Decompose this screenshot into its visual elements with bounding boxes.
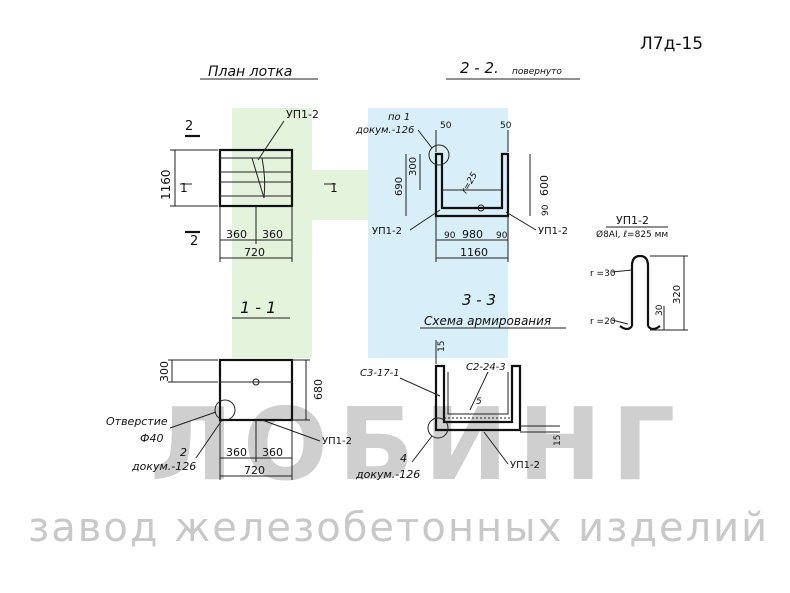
watermark-subtitle: завод железобетонных изделий (28, 505, 770, 551)
s33-dim-5: 5 (476, 397, 482, 407)
s22-loop-left: УП1-2 (372, 226, 402, 237)
s33-mesh: С2-24-3 (466, 362, 506, 373)
s22-dim-300: 300 (408, 157, 419, 176)
s22-loop-right: УП1-2 (538, 226, 568, 237)
plan-dim-height: 1160 (159, 169, 173, 200)
s22-dim-90-right: 90 (496, 231, 508, 241)
s22-dim-90-left: 90 (444, 231, 456, 241)
loop-dim-30: 30 (655, 304, 665, 316)
s22-ref-top: по 1 (388, 112, 410, 123)
s22-dim-1160: 1160 (460, 246, 488, 259)
s33-ref-num: 4 (400, 452, 407, 465)
plan-view: План лотка 2 2 1 1 УП1-2 1160 (159, 64, 338, 262)
plan-section2-top: 2 (185, 119, 193, 134)
s33-frame: С3-17-1 (360, 368, 400, 379)
loop-spec: Ø8АI, ℓ=825 мм (596, 229, 668, 240)
loop-detail: УП1-2 Ø8АI, ℓ=825 мм r =30 r =20 30 320 (590, 214, 688, 331)
s33-loop: УП1-2 (510, 460, 540, 471)
s22-note: повернуто (512, 67, 562, 77)
plan-dim-total: 720 (244, 246, 265, 259)
s33-ref-doc: докум.-126 (355, 468, 420, 481)
s22-dim-50-right: 50 (500, 121, 512, 131)
s11-hole-label: Отверстие (106, 415, 168, 428)
s11-ref-doc: докум.-126 (131, 460, 196, 473)
loop-r-top: r =30 (590, 269, 616, 279)
s33-title: 3 - 3 (462, 291, 496, 309)
s33-subtitle: Схема армирования (424, 314, 551, 328)
s22-ref-doc: докум.-126 (355, 125, 414, 136)
loop-title: УП1-2 (616, 214, 649, 227)
s22-dim-90: 90 (541, 204, 551, 216)
s11-ref-num: 2 (180, 446, 187, 459)
loop-r-bottom: r =20 (590, 317, 616, 327)
s11-dim-b: 360 (262, 446, 283, 459)
plan-section1-left: 1 (180, 181, 188, 195)
s33-dim-15-top: 15 (437, 341, 447, 352)
loop-dim-320: 320 (672, 285, 683, 304)
s11-dim-a: 360 (226, 446, 247, 459)
plan-dim-b: 360 (262, 228, 283, 241)
s11-hole-dia: Ф40 (140, 432, 163, 445)
s11-dim-680: 680 (312, 379, 325, 400)
plan-section2-bottom: 2 (190, 234, 198, 249)
s11-dim-300: 300 (158, 361, 171, 382)
s11-title: 1 - 1 (240, 298, 276, 317)
s22-dim-600: 600 (538, 175, 551, 196)
plan-section1-right: 1 (330, 181, 338, 195)
s22-title: 2 - 2. (460, 59, 499, 77)
s11-loop: УП1-2 (322, 436, 352, 447)
plan-title: План лотка (208, 64, 292, 80)
sheet-code: Л7д-15 (640, 34, 704, 54)
plan-dim-a: 360 (226, 228, 247, 241)
s22-dim-980: 980 (462, 228, 483, 241)
s22-dim-690: 690 (394, 177, 405, 196)
section-2-2: 2 - 2. повернуто по 1 докум.-126 50 50 6… (355, 59, 580, 262)
s11-dim-total: 720 (244, 464, 265, 477)
watermark-word: ЛОБИНГ (150, 386, 686, 503)
s22-dim-50-left: 50 (440, 121, 452, 131)
s33-dim-15-right: 15 (553, 435, 563, 446)
section-3-3: 3 - 3 Схема армирования 15 С3-17-1 С2-24… (355, 291, 566, 481)
section-1-1: 1 - 1 300 680 Отверстие Ф40 2 докум.-126… (106, 298, 352, 480)
s22-dim-r: r=25 (460, 171, 480, 196)
plan-loop-label: УП1-2 (286, 108, 319, 121)
